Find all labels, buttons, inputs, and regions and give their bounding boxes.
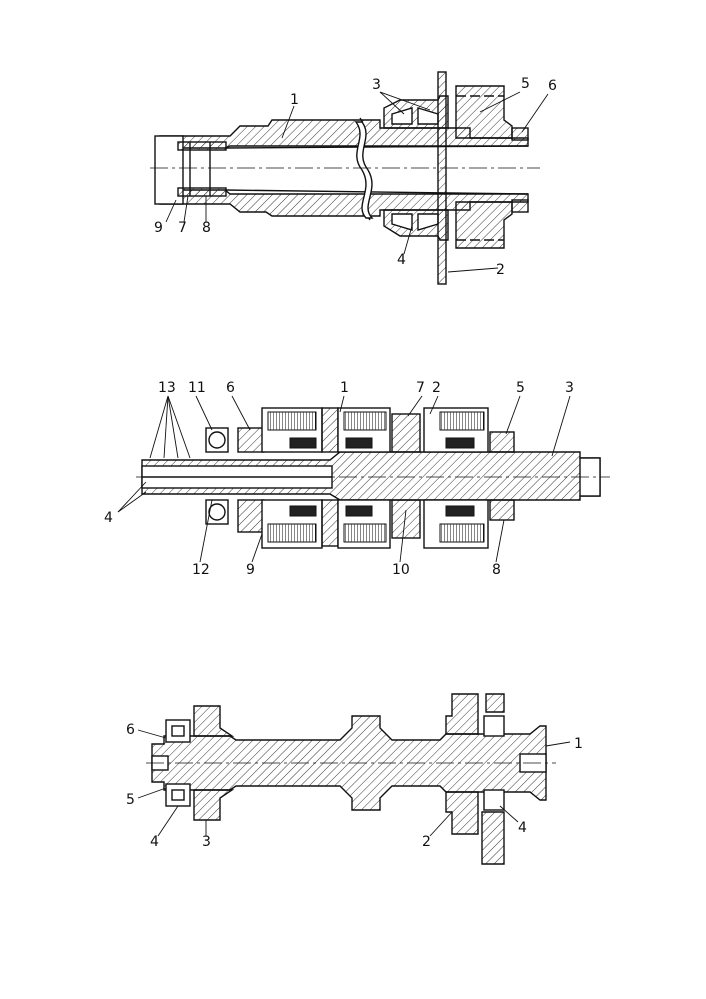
gear-seven-bottom xyxy=(391,499,421,539)
right-flange-top xyxy=(485,693,505,713)
callout-label: 5 xyxy=(516,380,525,396)
callout-label: 8 xyxy=(202,220,211,236)
drum-web-bottom xyxy=(321,499,339,547)
gear-upper xyxy=(455,85,513,139)
gear-five-bottom xyxy=(489,499,515,521)
gear-lower xyxy=(455,201,513,249)
left-gear-top xyxy=(193,705,235,737)
nut-upper xyxy=(511,127,529,141)
callout-label: 3 xyxy=(372,77,381,93)
labels-figure-1: 1 3 5 6 9 7 8 4 2 xyxy=(154,76,557,278)
callout-label: 1 xyxy=(290,92,299,108)
callout-label: 6 xyxy=(548,78,557,94)
hub-left-bottom xyxy=(237,499,265,533)
callout-label: 12 xyxy=(192,562,210,578)
clutch-shaft-figure xyxy=(117,395,610,563)
callout-label: 6 xyxy=(126,722,135,738)
callout-label: 6 xyxy=(226,380,235,396)
drum-web-top xyxy=(321,407,339,453)
hub-left-top xyxy=(237,427,265,453)
callout-label: 7 xyxy=(416,380,425,396)
gear-five-top xyxy=(489,431,515,453)
callout-label: 4 xyxy=(150,834,159,850)
callout-label: 9 xyxy=(246,562,255,578)
gear-shaft-figure xyxy=(137,693,571,865)
callout-label: 1 xyxy=(340,380,349,396)
flange-plate xyxy=(437,71,447,285)
callout-label: 1 xyxy=(574,736,583,752)
callout-label: 8 xyxy=(492,562,501,578)
callout-label: 4 xyxy=(397,252,406,268)
callout-label: 5 xyxy=(126,792,135,808)
right-gear-top xyxy=(445,693,479,735)
insert-lower xyxy=(177,187,227,197)
callout-label: 4 xyxy=(104,510,113,526)
left-gear-bottom xyxy=(193,789,235,821)
callout-label: 5 xyxy=(521,76,530,92)
right-bearing-bottom xyxy=(483,789,505,811)
nut-lower xyxy=(511,199,529,213)
callout-label: 2 xyxy=(432,380,441,396)
insert-upper xyxy=(177,141,227,151)
labels-figure-2: 13 11 6 1 7 2 5 3 4 12 9 10 8 xyxy=(104,380,574,578)
labels-figure-3: 6 5 4 3 2 4 1 xyxy=(126,722,583,850)
right-bearing-top xyxy=(483,715,505,737)
callout-label: 4 xyxy=(518,820,527,836)
right-gear-bottom xyxy=(445,791,479,835)
callout-label: 2 xyxy=(496,262,505,278)
callout-label: 3 xyxy=(565,380,574,396)
callout-label: 10 xyxy=(392,562,410,578)
callout-label: 13 xyxy=(158,380,176,396)
gear-seven-top xyxy=(391,413,421,453)
callout-label: 7 xyxy=(178,220,187,236)
callout-label: 9 xyxy=(154,220,163,236)
callout-label: 2 xyxy=(422,834,431,850)
callout-label: 11 xyxy=(188,380,206,396)
right-flange-bottom xyxy=(481,811,505,865)
callout-label: 3 xyxy=(202,834,211,850)
upper-shaft-figure xyxy=(150,71,549,285)
